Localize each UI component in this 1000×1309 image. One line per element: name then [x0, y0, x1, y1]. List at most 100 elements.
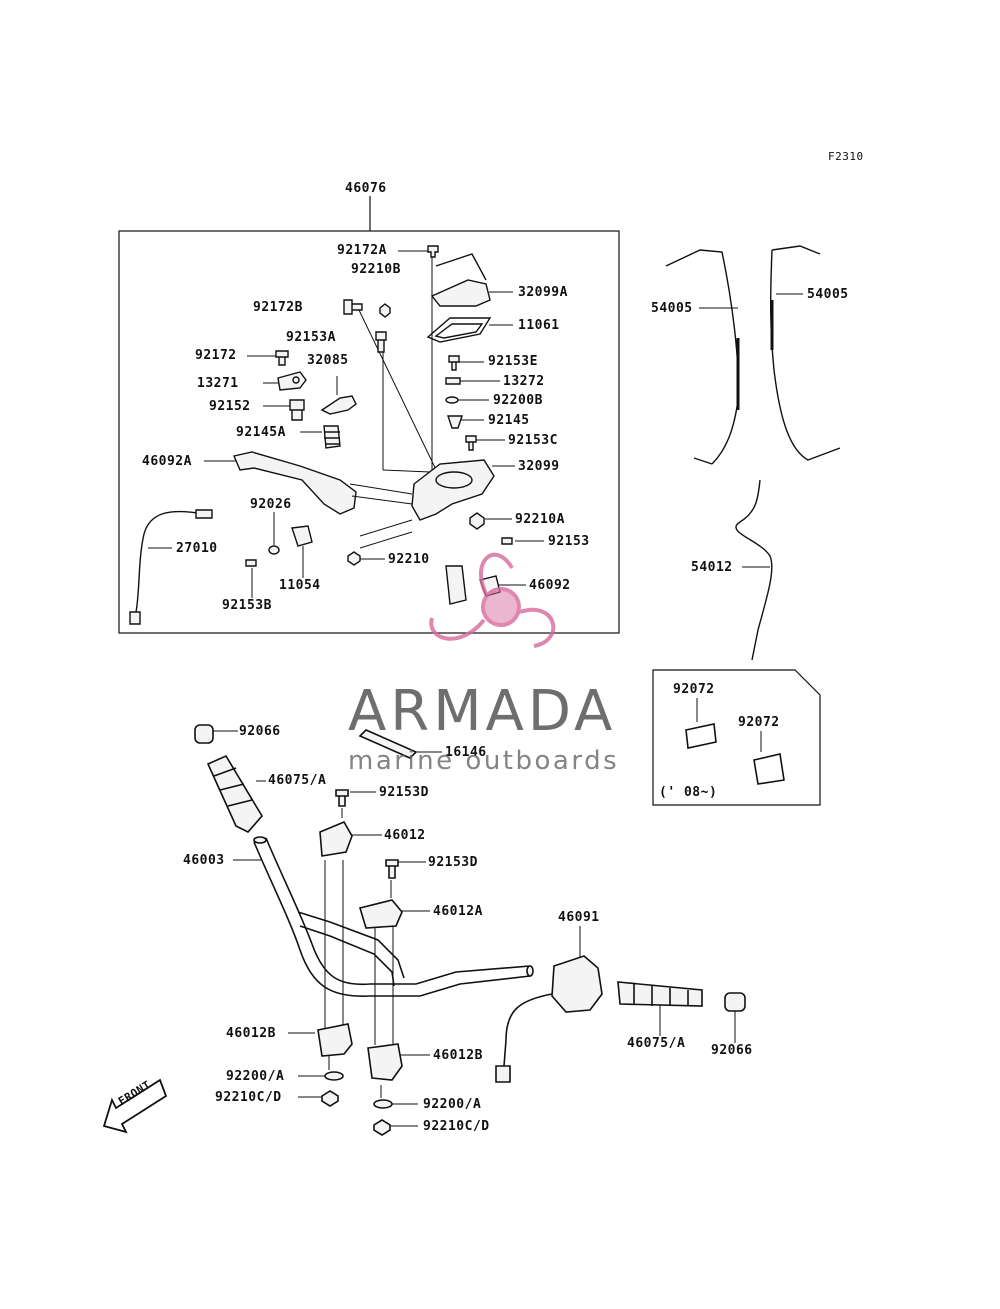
part-54005-left — [665, 249, 739, 465]
part-11061 — [426, 317, 492, 343]
parts — [233, 245, 513, 605]
callout-46075-right[interactable]: 46075/A — [627, 1036, 686, 1051]
callout-92152[interactable]: 92152 — [209, 399, 251, 414]
figure-code: F2310 — [828, 150, 864, 163]
callout-92153D-upper[interactable]: 92153D — [379, 785, 429, 800]
callout-27010[interactable]: 27010 — [176, 541, 218, 556]
part-92072-a — [685, 723, 717, 749]
part-92066-left — [194, 724, 214, 744]
callout-92153A[interactable]: 92153A — [286, 330, 336, 345]
handlebar-parts — [194, 723, 785, 1136]
callout-54005-right[interactable]: 54005 — [807, 287, 849, 302]
callout-32099A[interactable]: 32099A — [518, 285, 568, 300]
part-13272 — [445, 377, 461, 385]
callout-92072-b[interactable]: 92072 — [738, 715, 780, 730]
part-46012B-right — [367, 1043, 403, 1081]
part-46075-right — [617, 981, 703, 1007]
part-92172B — [343, 299, 363, 315]
watermark-subtitle: marine outboards — [348, 746, 620, 776]
callout-92066-right[interactable]: 92066 — [711, 1043, 753, 1058]
part-46012A — [358, 899, 403, 929]
callout-92066-left[interactable]: 92066 — [239, 724, 281, 739]
part-92172 — [275, 350, 289, 366]
part-92210 — [347, 551, 361, 566]
callout-46012A[interactable]: 46012A — [433, 904, 483, 919]
callout-92210[interactable]: 92210 — [388, 552, 430, 567]
part-46003-handlebar — [253, 836, 534, 997]
callout-16146[interactable]: 16146 — [445, 745, 487, 760]
callout-46092[interactable]: 46092 — [529, 578, 571, 593]
part-92026 — [268, 545, 280, 555]
part-92153 — [501, 537, 513, 545]
part-46075-left — [206, 754, 263, 833]
callout-92200B[interactable]: 92200B — [493, 393, 543, 408]
part-92153C — [465, 435, 477, 451]
callout-32099[interactable]: 32099 — [518, 459, 560, 474]
part-54012 — [735, 479, 773, 661]
callout-46012[interactable]: 46012 — [384, 828, 426, 843]
part-92210A — [469, 512, 485, 530]
callout-46012B-right[interactable]: 46012B — [433, 1048, 483, 1063]
callout-92200A-left[interactable]: 92200/A — [226, 1069, 285, 1084]
callout-92210A[interactable]: 92210A — [515, 512, 565, 527]
callout-92172A[interactable]: 92172A — [337, 243, 387, 258]
callout-92153D-lower[interactable]: 92153D — [428, 855, 478, 870]
part-13271 — [277, 371, 307, 391]
callout-92153E[interactable]: 92153E — [488, 354, 538, 369]
callout-92145[interactable]: 92145 — [488, 413, 530, 428]
callout-92200A-right[interactable]: 92200/A — [423, 1097, 482, 1112]
part-32085 — [320, 395, 357, 415]
cables — [129, 245, 841, 661]
callout-92210B[interactable]: 92210B — [351, 262, 401, 277]
callout-46075-left[interactable]: 46075/A — [268, 773, 327, 788]
part-92145 — [447, 415, 463, 429]
callout-13272[interactable]: 13272 — [503, 374, 545, 389]
callout-92153C[interactable]: 92153C — [508, 433, 558, 448]
callout-32085[interactable]: 32085 — [307, 353, 349, 368]
callout-92210CD-right[interactable]: 92210C/D — [423, 1119, 490, 1134]
part-46091 — [551, 955, 603, 1013]
part-92210B — [379, 303, 391, 318]
callout-46076[interactable]: 46076 — [345, 181, 387, 196]
callout-92210CD-left[interactable]: 92210C/D — [215, 1090, 282, 1105]
part-92210CD-left — [321, 1090, 339, 1107]
callout-13271[interactable]: 13271 — [197, 376, 239, 391]
callout-54012[interactable]: 54012 — [691, 560, 733, 575]
part-32099 — [411, 459, 495, 521]
callout-11061[interactable]: 11061 — [518, 318, 560, 333]
part-92200A-right — [373, 1099, 393, 1109]
callout-11054[interactable]: 11054 — [279, 578, 321, 593]
callout-92072-a[interactable]: 92072 — [673, 682, 715, 697]
callout-92172B[interactable]: 92172B — [253, 300, 303, 315]
callout-92145A[interactable]: 92145A — [236, 425, 286, 440]
part-92172A — [427, 245, 439, 258]
callout-92026[interactable]: 92026 — [250, 497, 292, 512]
part-54005-right — [770, 245, 841, 461]
part-46012B-left — [317, 1023, 353, 1057]
part-46092A — [233, 451, 357, 515]
callout-46003[interactable]: 46003 — [183, 853, 225, 868]
front-arrow — [102, 1078, 168, 1134]
callout-46012B-left[interactable]: 46012B — [226, 1026, 276, 1041]
watermark-title: ARMADA — [348, 679, 617, 744]
callout-92153[interactable]: 92153 — [548, 534, 590, 549]
assembly-frame — [118, 230, 620, 634]
callout-46091[interactable]: 46091 — [558, 910, 600, 925]
part-92152 — [289, 399, 305, 421]
inset-frame — [652, 669, 821, 806]
part-92072-b — [753, 753, 785, 785]
part-92153B — [245, 559, 257, 567]
part-92153D-lower — [385, 859, 399, 879]
callout-46092A[interactable]: 46092A — [142, 454, 192, 469]
part-27010 — [135, 510, 205, 613]
callout-92153B[interactable]: 92153B — [222, 598, 272, 613]
callout-54005-left[interactable]: 54005 — [651, 301, 693, 316]
part-92153A — [375, 331, 387, 353]
part-46012 — [319, 820, 353, 857]
callout-92172[interactable]: 92172 — [195, 348, 237, 363]
inset-model-year-note: (' 08~) — [659, 785, 718, 800]
watermark-logo — [429, 552, 556, 648]
part-92200B — [445, 396, 459, 404]
